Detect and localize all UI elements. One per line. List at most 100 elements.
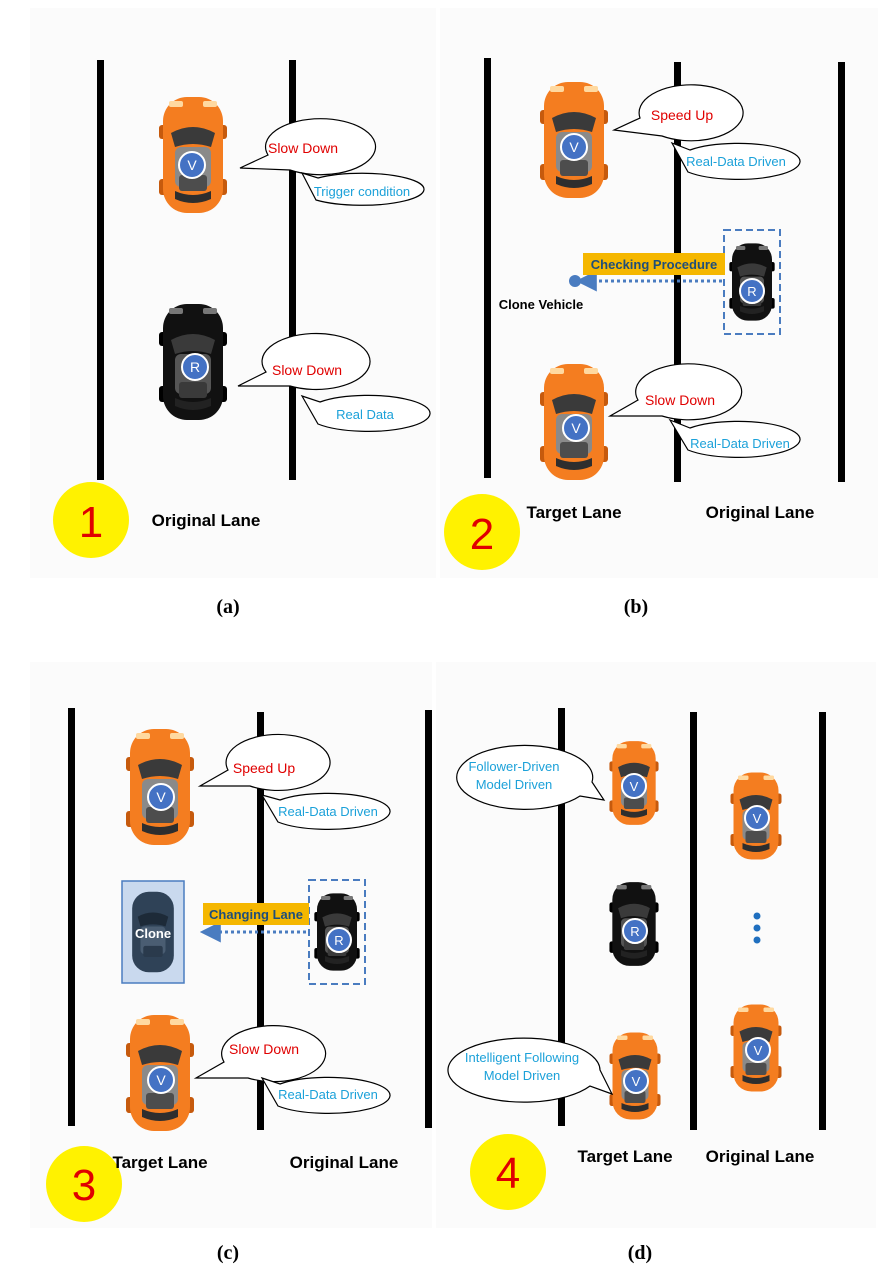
panel-d-lane-label-original: Original Lane bbox=[706, 1147, 815, 1166]
panel-b-caption: (b) bbox=[624, 596, 648, 618]
v-badge-label: V bbox=[571, 420, 581, 436]
v-badge-label: V bbox=[753, 811, 762, 826]
v-badge-label: V bbox=[630, 779, 639, 794]
v-badge-label: V bbox=[632, 1074, 641, 1089]
panel-d-original-bottom-v-car: V bbox=[730, 1004, 782, 1092]
panel-c-front-action-text: Speed Up bbox=[233, 760, 295, 776]
ellipsis-dot bbox=[753, 936, 761, 944]
panel-c-procedure-text: Changing Lane bbox=[209, 907, 303, 922]
panel-b-front-v-car: V bbox=[540, 82, 608, 198]
panel-a-v-action-text: Slow Down bbox=[268, 140, 338, 156]
panel-b-clone-dot bbox=[569, 275, 581, 287]
panel-a-r-action-text: Slow Down bbox=[272, 362, 342, 378]
panel-d-front-note-line2: Model Driven bbox=[476, 777, 553, 792]
panel-a-caption: (a) bbox=[216, 596, 239, 618]
panel-c: V Speed Up Real-Data Driven Clone R Chan… bbox=[30, 662, 432, 1264]
panel-c-r-car: R bbox=[308, 879, 366, 985]
v-badge bbox=[560, 133, 588, 161]
panel-b-r-car: R bbox=[723, 229, 781, 335]
panel-a-v-note-text: Trigger condition bbox=[314, 184, 410, 199]
panel-b-front-action-callout: Speed Up bbox=[611, 84, 744, 142]
panel-d-lane-label-target: Target Lane bbox=[577, 1147, 672, 1166]
r-badge bbox=[181, 353, 209, 381]
panel-d-lane-line-right bbox=[819, 712, 826, 1130]
v-badge-label: V bbox=[187, 157, 197, 173]
panel-d-caption: (d) bbox=[628, 1242, 652, 1264]
panel-c-lane-line-left bbox=[68, 708, 75, 1126]
panel-a-v-car: V bbox=[159, 97, 227, 213]
panel-b-rear-action-callout: Slow Down bbox=[607, 363, 743, 421]
panel-a-lane-line-right bbox=[289, 60, 296, 480]
r-badge-label: R bbox=[630, 924, 639, 939]
panel-c-lane-label-target: Target Lane bbox=[112, 1153, 207, 1172]
panel-c-step-number: 3 bbox=[72, 1161, 96, 1210]
panel-a-r-car: R bbox=[159, 304, 227, 420]
panel-c-lane-label-original: Original Lane bbox=[290, 1153, 399, 1172]
panel-d-front-v-car: V bbox=[609, 741, 659, 825]
panel-b-rear-note-callout: Real-Data Driven bbox=[668, 418, 801, 458]
r-badge-label: R bbox=[334, 933, 343, 948]
r-badge bbox=[622, 918, 648, 944]
panel-c-front-note-text: Real-Data Driven bbox=[278, 804, 378, 819]
panel-c-clone-car: Clone bbox=[121, 880, 185, 984]
panel-b-lane-label-original: Original Lane bbox=[706, 503, 815, 522]
panel-b-front-note-callout: Real-Data Driven bbox=[670, 141, 801, 180]
panel-a-r-note-text: Real Data bbox=[336, 407, 395, 422]
panel-d: V Follower-Driven Model Driven R V Intel… bbox=[436, 662, 876, 1264]
panel-b-clone-label: Clone Vehicle bbox=[499, 297, 584, 312]
panel-c-procedure-box bbox=[203, 903, 309, 925]
panel-a-step-circle bbox=[53, 482, 129, 558]
panel-c-caption: (c) bbox=[217, 1242, 239, 1264]
v-badge bbox=[623, 1068, 649, 1094]
r-badge-label: R bbox=[190, 359, 200, 375]
v-badge bbox=[562, 414, 590, 442]
ellipsis-dot bbox=[753, 924, 761, 932]
panel-c-lane-line-right bbox=[425, 710, 432, 1128]
panel-b-front-note-text: Real-Data Driven bbox=[686, 154, 786, 169]
panel-b-rear-v-car: V bbox=[540, 364, 608, 480]
panel-d-lane-line-left bbox=[558, 708, 565, 1126]
panel-c-step-circle bbox=[46, 1146, 122, 1222]
panel-a-lane-label-original: Original Lane bbox=[152, 511, 261, 530]
panel-d-rear-note-line1: Intelligent Following bbox=[465, 1050, 579, 1065]
panel-b-step-number: 2 bbox=[470, 510, 494, 559]
panel-b-rear-note-text: Real-Data Driven bbox=[690, 436, 790, 451]
panel-b-procedure-text: Checking Procedure bbox=[591, 257, 717, 272]
v-badge bbox=[745, 1037, 771, 1063]
r-car-highlight-box bbox=[308, 879, 366, 985]
panel-b-front-action-text: Speed Up bbox=[651, 107, 713, 123]
panel-a-v-note-callout: Trigger condition bbox=[300, 171, 425, 206]
v-badge bbox=[621, 773, 647, 799]
panel-d-front-note-line1: Follower-Driven bbox=[468, 759, 559, 774]
v-badge bbox=[744, 805, 770, 831]
v-badge bbox=[147, 783, 175, 811]
panel-d-step-circle bbox=[470, 1134, 546, 1210]
v-badge bbox=[178, 151, 206, 179]
panel-d-front-note-callout: Follower-Driven Model Driven bbox=[456, 744, 606, 810]
panel-c-rear-note-text: Real-Data Driven bbox=[278, 1087, 378, 1102]
panel-a-lane-line-left bbox=[97, 60, 104, 480]
panel-d-lane-line-middle bbox=[690, 712, 697, 1130]
panel-d-ellipsis bbox=[753, 912, 761, 944]
panel-c-front-note-callout: Real-Data Driven bbox=[260, 792, 391, 830]
panel-d-r-car: R bbox=[609, 882, 659, 966]
panel-a-v-action-callout: Slow Down bbox=[239, 118, 377, 176]
panel-b-lane-line-right bbox=[838, 62, 845, 482]
panel-c-rear-note-callout: Real-Data Driven bbox=[260, 1076, 391, 1114]
panel-b-lane-label-target: Target Lane bbox=[526, 503, 621, 522]
v-badge-label: V bbox=[156, 1072, 166, 1088]
ellipsis-dot bbox=[753, 912, 761, 920]
r-badge bbox=[739, 278, 765, 304]
panel-d-step-number: 4 bbox=[496, 1149, 520, 1198]
v-badge-label: V bbox=[754, 1043, 763, 1058]
r-badge bbox=[326, 927, 352, 953]
r-car-highlight-box bbox=[723, 229, 781, 335]
panel-d-rear-note-line2: Model Driven bbox=[484, 1068, 561, 1083]
panel-c-rear-v-car: V bbox=[126, 1015, 194, 1131]
panel-a-step-number: 1 bbox=[79, 498, 103, 547]
v-badge-label: V bbox=[156, 789, 166, 805]
panel-d-original-top-v-car: V bbox=[730, 772, 782, 860]
panel-b-step-circle bbox=[444, 494, 520, 570]
panel-a: V Slow Down Trigger condition R Slow Dow… bbox=[30, 8, 436, 618]
